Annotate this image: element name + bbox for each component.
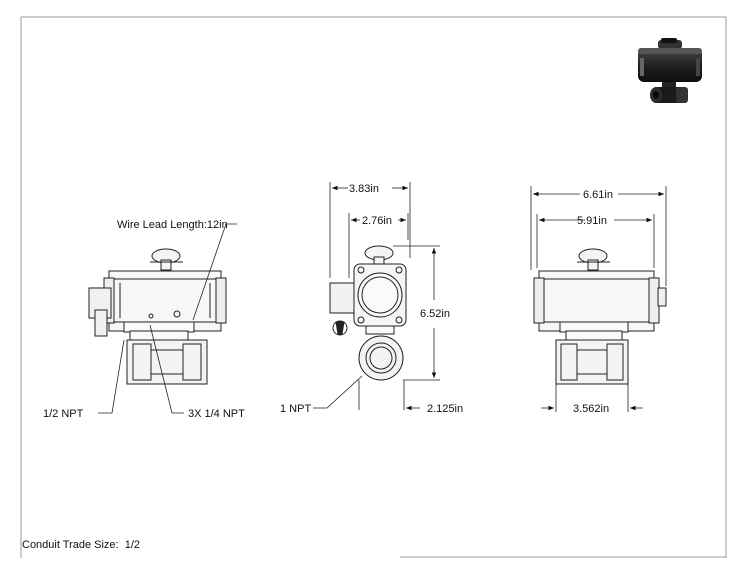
conduit-trade-size: Conduit Trade Size: 1/2 (22, 539, 140, 551)
middle-view (329, 245, 407, 381)
right-view (533, 248, 667, 385)
air-ports-label: 3X 1/4 NPT (188, 408, 245, 420)
conduit-label: Conduit Trade Size: (22, 539, 119, 551)
dimension-lines (98, 182, 667, 414)
body-width-side-label: 2.76in (362, 215, 392, 227)
overall-width-side-label: 3.83in (349, 183, 379, 195)
wire-lead-label: Wire Lead Length:12in (117, 219, 228, 231)
conduit-value: 1/2 (124, 539, 141, 551)
valve-3d-thumbnail-icon (638, 38, 702, 103)
sheet-frame (20, 16, 727, 558)
port-left-label: 1/2 NPT (43, 408, 84, 420)
actuator-length-label: 5.91in (577, 215, 607, 227)
height-label: 6.52in (420, 308, 450, 320)
port-right-label: 1 NPT (280, 403, 311, 415)
port-offset-label: 2.125in (427, 403, 463, 415)
left-view (88, 248, 227, 385)
overall-length-label: 6.61in (583, 189, 613, 201)
valve-length-label: 3.562in (573, 403, 609, 415)
